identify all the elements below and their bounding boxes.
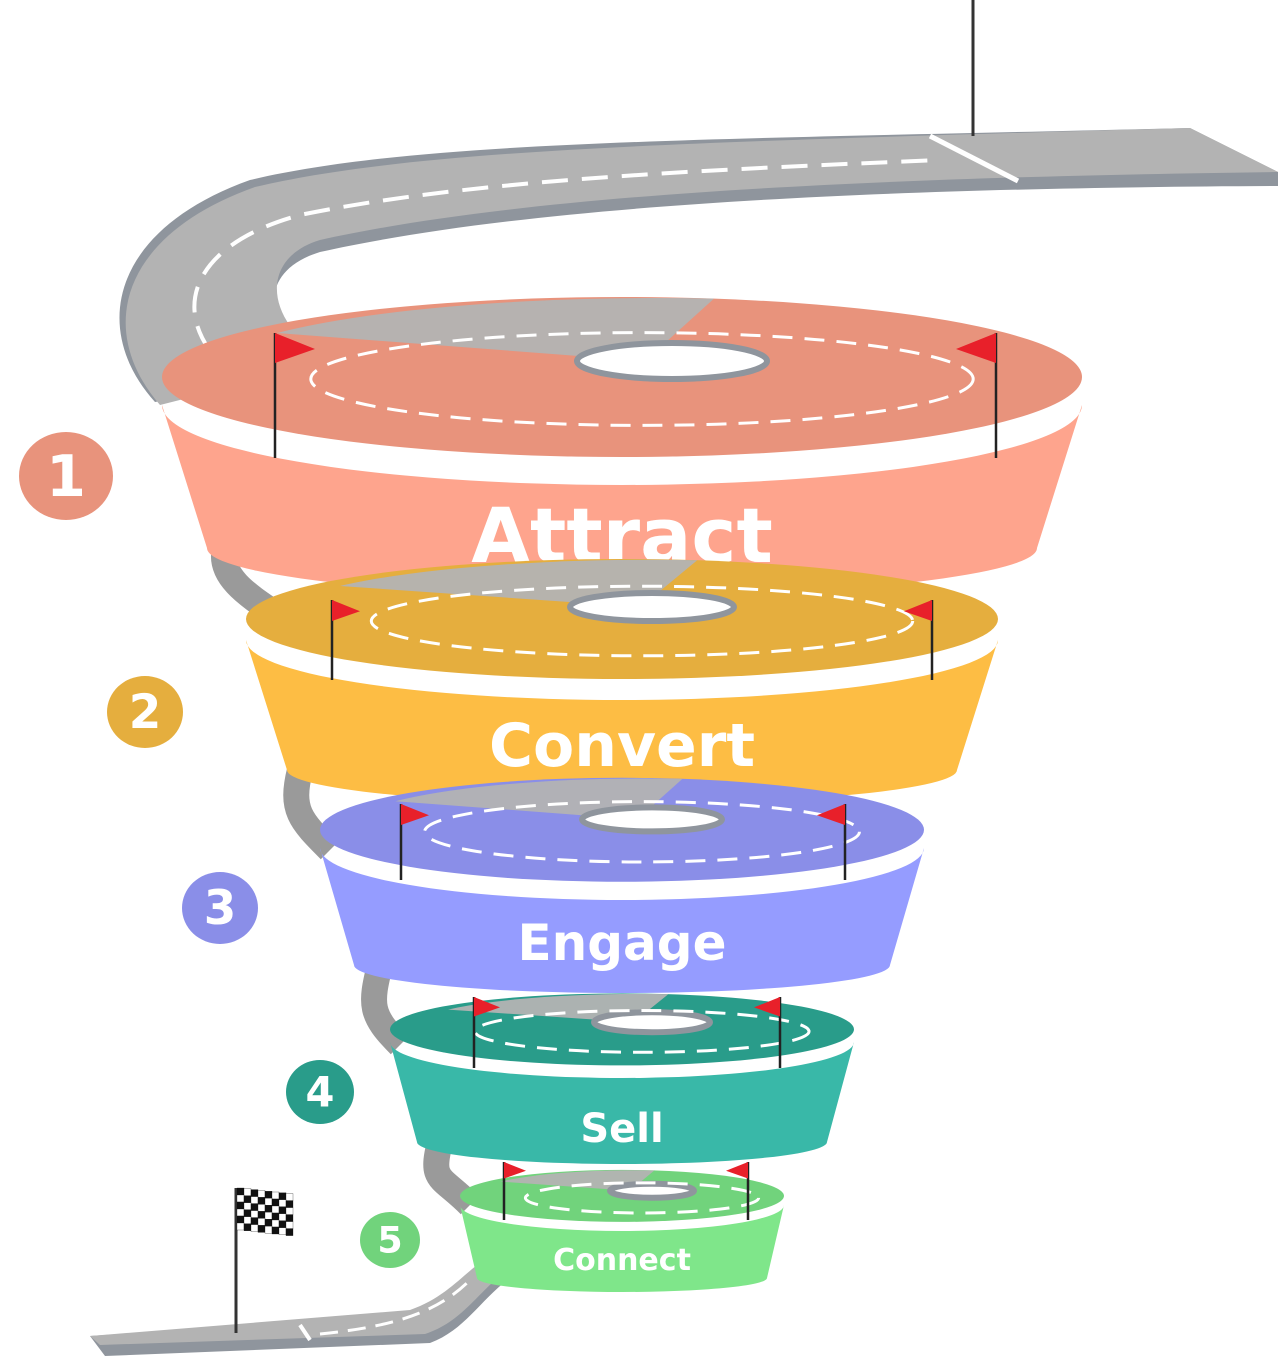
stage-number: 1 <box>46 444 86 510</box>
stage-hole <box>567 590 737 624</box>
stage-front-face <box>246 640 998 804</box>
stage-number-badge: 1 <box>19 432 113 520</box>
bottom-road <box>90 1255 510 1356</box>
stage-number: 3 <box>204 882 237 936</box>
stage-front-face <box>460 1205 784 1292</box>
stage-hole <box>579 804 725 835</box>
finish-flag-icon <box>234 1187 294 1333</box>
stage-number-badge: 5 <box>360 1212 420 1268</box>
checkpoint-flag-icon <box>399 804 429 880</box>
stage-lane-line <box>369 584 915 658</box>
stage-front-face <box>320 848 924 993</box>
checkpoint-flag-icon <box>726 1162 750 1220</box>
checkpoint-flag-icon <box>817 804 847 880</box>
checkpoint-flag-icon <box>273 333 315 458</box>
stage-lane-line <box>473 1009 811 1054</box>
stage-label: Connect <box>553 1243 691 1278</box>
stage-label: Convert <box>489 711 755 781</box>
stage-number: 5 <box>377 1219 402 1262</box>
stage-label: Engage <box>518 914 727 972</box>
stage-hole <box>591 1009 713 1036</box>
funnel-stage-5: Connect 5 <box>360 1162 784 1292</box>
checkpoint-flag-icon <box>904 600 934 680</box>
checkpoint-flag-icon <box>502 1162 526 1220</box>
stage-number-badge: 2 <box>107 676 183 748</box>
stage-lane-line <box>309 331 975 427</box>
stage-front-face <box>162 405 1082 596</box>
stage-number-badge: 3 <box>182 872 258 944</box>
stage-number: 4 <box>306 1067 335 1116</box>
stage-hole <box>607 1180 697 1201</box>
checkpoint-flag-icon <box>330 600 360 680</box>
top-road <box>119 0 1279 405</box>
connector-road <box>283 766 340 860</box>
funnel-stage-2: Convert 2 <box>107 559 998 804</box>
funnel-stage-4: Sell 4 <box>286 993 854 1164</box>
stage-label: Sell <box>580 1106 663 1152</box>
checkpoint-flag-icon <box>472 997 500 1068</box>
stage-number: 2 <box>129 686 162 740</box>
stage-number-badge: 4 <box>286 1060 354 1124</box>
stage-lane-line <box>423 800 861 864</box>
checkpoint-flag-icon <box>956 333 998 458</box>
funnel-stage-3: Engage 3 <box>182 777 924 993</box>
stage-lane-line <box>523 1181 761 1215</box>
stage-hole <box>574 340 770 382</box>
checkpoint-flag-icon <box>754 997 782 1068</box>
stage-front-face <box>390 1042 854 1164</box>
